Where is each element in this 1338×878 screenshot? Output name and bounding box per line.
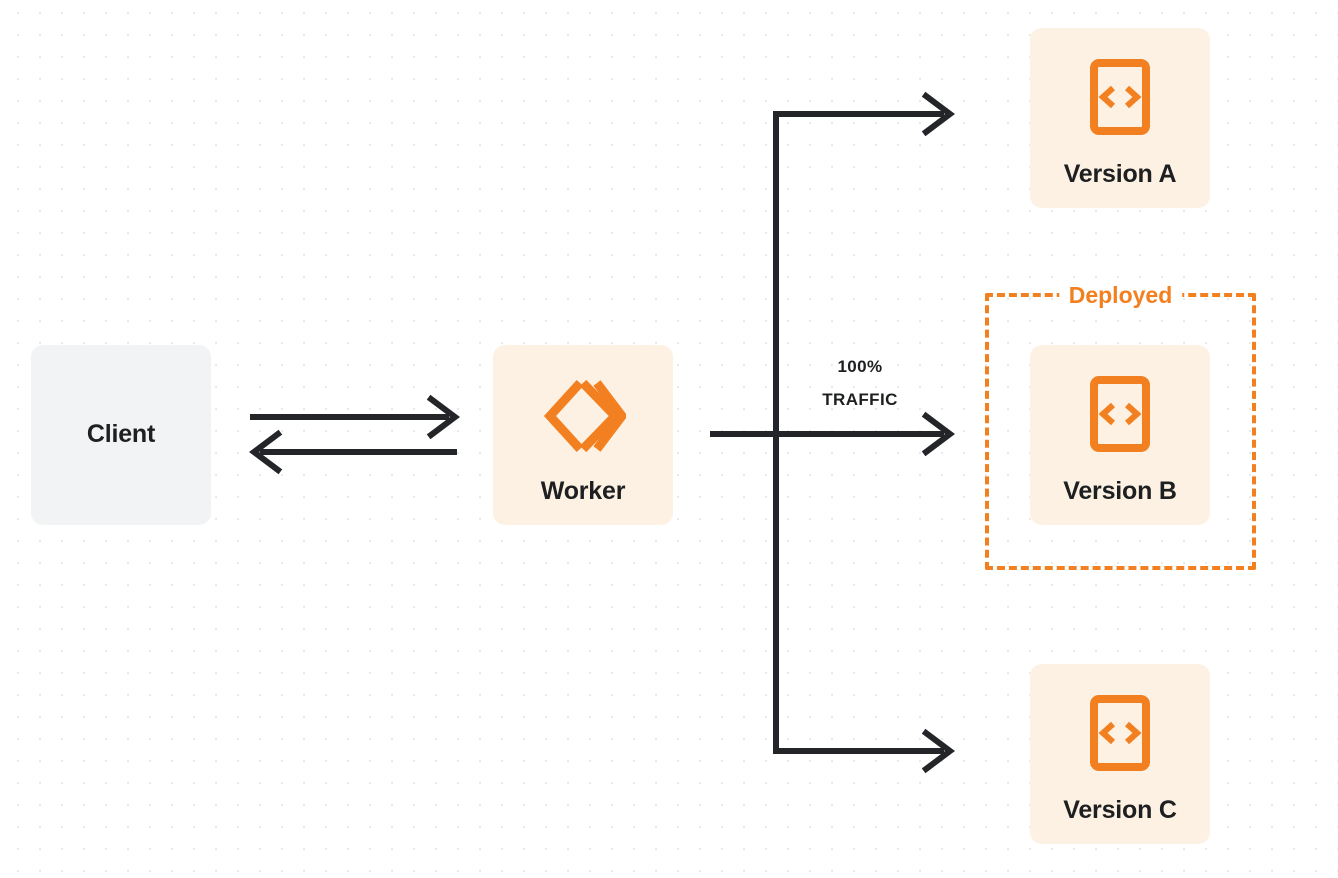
client-label: Client: [86, 420, 156, 449]
version-c-label: Version C: [1063, 795, 1177, 824]
workers-logo-icon: [540, 377, 628, 460]
arrowhead-version-b: [921, 411, 955, 457]
code-file-icon: [1089, 58, 1151, 141]
version-b-label: Version B: [1063, 476, 1177, 505]
node-version-b[interactable]: Version B: [1030, 345, 1210, 525]
node-worker[interactable]: Worker: [493, 345, 673, 525]
node-client[interactable]: Client: [31, 345, 211, 525]
code-file-icon: [1089, 694, 1151, 777]
node-version-c[interactable]: Version C: [1030, 664, 1210, 844]
traffic-percent: 100%: [837, 357, 883, 376]
node-version-a[interactable]: Version A: [1030, 28, 1210, 208]
deployed-label: Deployed: [1058, 282, 1183, 310]
connector-worker-to-versions: [710, 91, 955, 774]
worker-label: Worker: [540, 476, 626, 505]
connector-client-to-worker: [250, 394, 460, 440]
arrowhead-version-a: [921, 91, 955, 137]
traffic-label: 100% TRAFFIC: [785, 350, 935, 416]
group-deployed: Deployed: [985, 282, 1256, 570]
connector-worker-to-client: [249, 429, 457, 475]
version-a-label: Version A: [1063, 159, 1177, 188]
traffic-word: TRAFFIC: [822, 390, 898, 410]
arrowhead-version-c: [921, 728, 955, 774]
code-file-icon: [1089, 375, 1151, 458]
